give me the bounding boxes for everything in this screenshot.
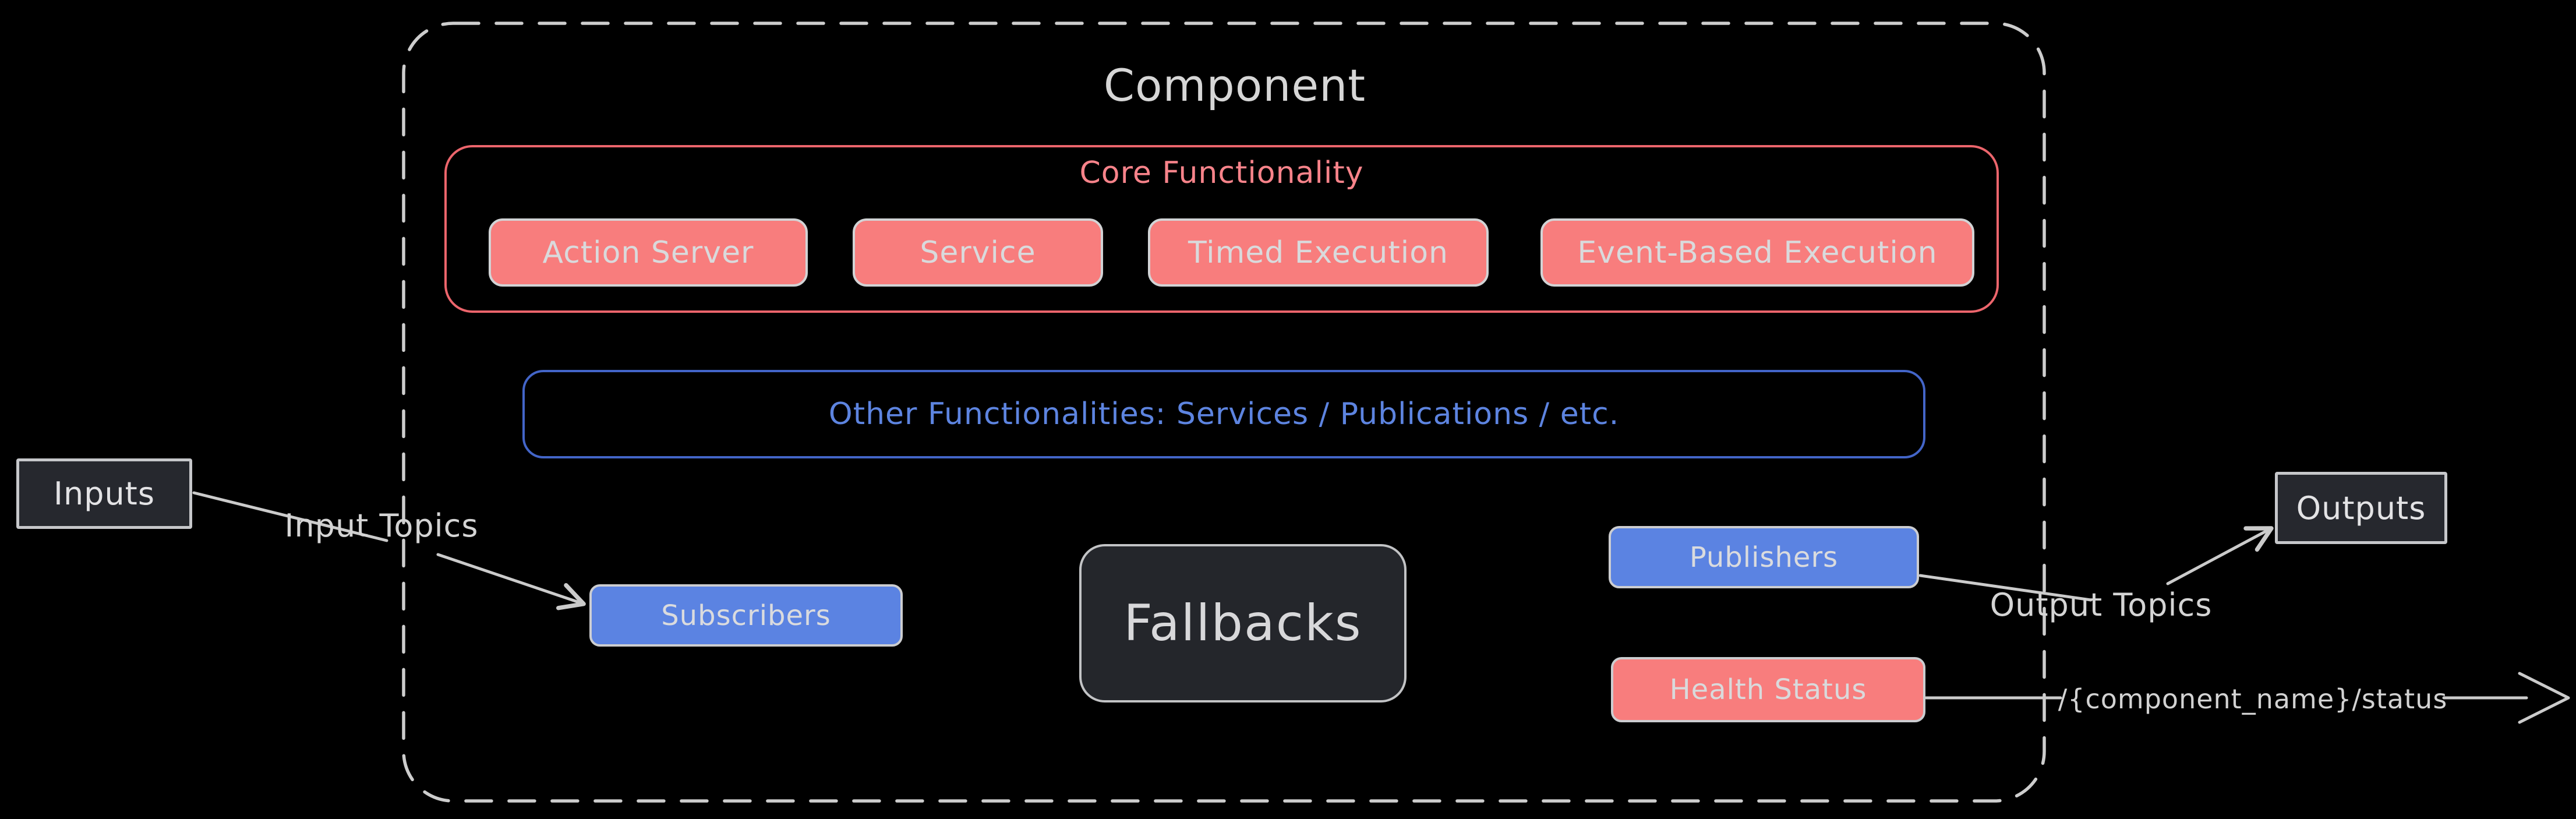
core-functionality-label: Core Functionality [1079,156,1364,190]
subscribers-node: Subscribers [589,584,903,647]
core-functionality-container [444,145,1999,313]
health-status-node: Health Status [1611,657,1925,722]
timed-execution-box: Timed Execution [1148,218,1489,287]
action-server-box: Action Server [489,218,808,287]
output-topics-label: Output Topics [1990,586,2213,623]
publishers-to-output-topics-line [1918,574,2093,602]
service-box: Service [853,218,1103,287]
status-topic-label: /{component_name}/status [2058,683,2448,715]
input-topics-label: Input Topics [284,507,479,544]
fallbacks-node: Fallbacks [1079,544,1407,702]
component-boundary [402,22,2046,803]
input-topics-to-subscribers-arrow [436,553,586,610]
status-arrowhead [2518,672,2570,724]
inputs-node: Inputs [16,458,192,529]
outputs-node: Outputs [2275,472,2447,544]
other-functionalities-box: Other Functionalities: Services / Public… [522,370,1925,458]
component-title: Component [1103,59,1366,111]
inputs-to-input-topics-line [192,491,388,542]
event-based-execution-box: Event-Based Execution [1540,218,1974,287]
publishers-node: Publishers [1609,526,1919,588]
output-topics-to-outputs-arrow [2166,526,2274,585]
